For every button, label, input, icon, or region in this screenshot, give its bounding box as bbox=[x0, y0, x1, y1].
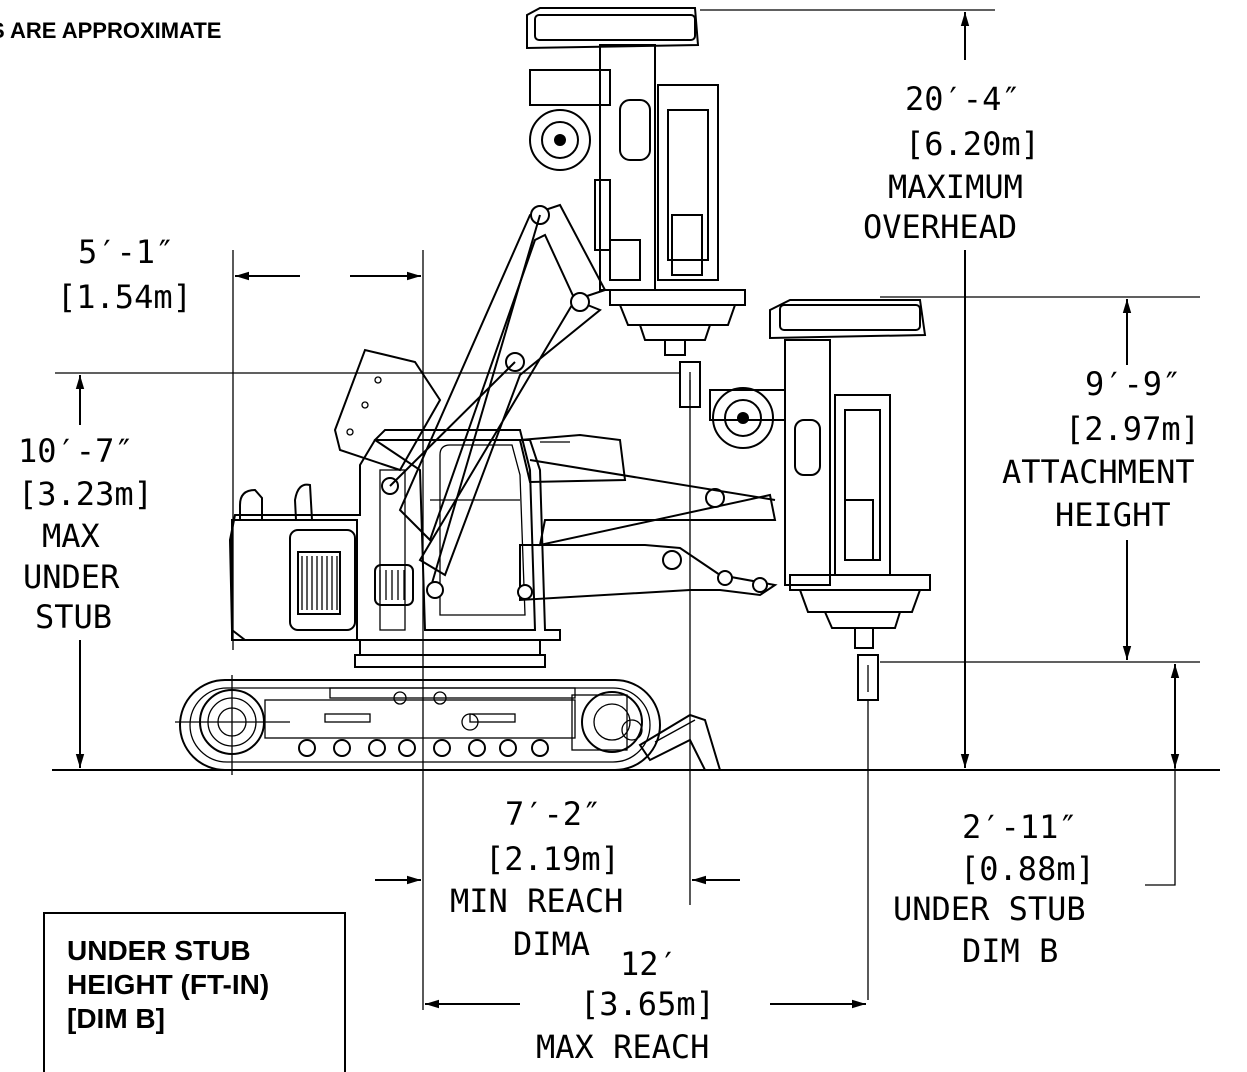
max-reach-imperial: 12′ bbox=[620, 945, 678, 983]
attachment-metric: [2.97m] bbox=[1065, 410, 1200, 448]
attachment-label-2: HEIGHT bbox=[1055, 496, 1171, 534]
crawler-track bbox=[175, 675, 661, 775]
under-stub-b-label-2: DIM B bbox=[962, 932, 1058, 970]
boom-lowered bbox=[517, 433, 778, 602]
table-header-line-3: [DIM B] bbox=[67, 1003, 165, 1034]
max-under-stub-label-2: UNDER bbox=[23, 558, 120, 596]
min-reach-label-1: MIN REACH bbox=[450, 882, 623, 920]
max-under-stub-imperial: 10′-7″ bbox=[18, 432, 134, 470]
under-stub-b-imperial: 2′-11″ bbox=[962, 808, 1078, 846]
offset-metric: [1.54m] bbox=[57, 278, 192, 316]
overhead-label-2: OVERHEAD bbox=[863, 208, 1017, 246]
max-reach-metric: [3.65m] bbox=[580, 985, 715, 1023]
offset-imperial: 5′-1″ bbox=[78, 233, 174, 271]
track-rollers bbox=[298, 739, 549, 757]
upper-body bbox=[228, 348, 561, 668]
dozer-blade bbox=[638, 713, 722, 771]
cab bbox=[373, 429, 537, 631]
overhead-metric: [6.20m] bbox=[905, 125, 1040, 163]
engine-grille bbox=[301, 556, 338, 610]
boom-raised bbox=[381, 179, 611, 599]
under-stub-table-header: UNDER STUB HEIGHT (FT-IN) [DIM B] bbox=[43, 912, 346, 1072]
attachment-lowered bbox=[709, 299, 931, 701]
attachment-raised bbox=[526, 7, 746, 408]
overhead-imperial: 20′-4″ bbox=[905, 80, 1021, 118]
table-header-line-2: HEIGHT (FT-IN) bbox=[67, 969, 270, 1000]
under-stub-b-metric: [0.88m] bbox=[960, 850, 1095, 888]
max-under-stub-label-1: MAX bbox=[42, 517, 100, 555]
max-under-stub-label-3: STUB bbox=[35, 598, 112, 636]
max-reach-label-1: MAX REACH bbox=[536, 1028, 709, 1066]
attachment-imperial: 9′-9″ bbox=[1085, 365, 1181, 403]
approximate-note: S ARE APPROXIMATE bbox=[0, 18, 360, 44]
max-under-stub-metric: [3.23m] bbox=[18, 475, 153, 513]
min-reach-label-2: DIMA bbox=[513, 925, 590, 963]
under-stub-b-leader bbox=[1145, 720, 1176, 886]
table-header-line-1: UNDER STUB bbox=[67, 935, 251, 966]
overhead-label-1: MAXIMUM bbox=[888, 168, 1023, 206]
min-reach-imperial: 7′-2″ bbox=[505, 795, 601, 833]
min-reach-metric: [2.19m] bbox=[485, 840, 620, 878]
under-stub-b-label-1: UNDER STUB bbox=[893, 890, 1086, 928]
attachment-label-1: ATTACHMENT bbox=[1002, 453, 1195, 491]
approximate-note-text: S ARE APPROXIMATE bbox=[0, 18, 222, 43]
